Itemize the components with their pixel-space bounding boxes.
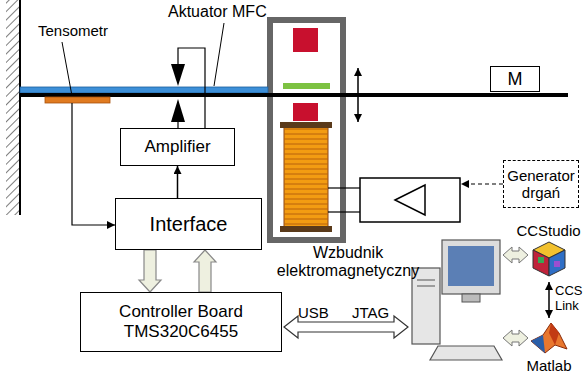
matlab-peak-shade: [531, 335, 545, 353]
matlab-peak-shade: [549, 323, 559, 345]
signal-arrow: [177, 166, 179, 198]
software-icon: CCStudio: [515, 218, 582, 282]
electrode: [171, 99, 185, 122]
wall: [19, 0, 21, 215]
pc-link-arrow: [503, 330, 528, 346]
wall-hatching: [6, 0, 20, 215]
magnet-top: [293, 28, 318, 52]
node-title: Amplifier: [144, 137, 210, 157]
matlab-peak: [531, 323, 567, 353]
node-title: CCStudio: [516, 222, 580, 239]
actuator-wire: [178, 48, 205, 128]
edge-label: CCS Link: [555, 284, 584, 314]
controller-board: Controller BoardTMS320C6455: [80, 292, 282, 352]
armature: [283, 83, 330, 89]
bus-arrow: [194, 250, 216, 292]
part-label: Wzbudnik elektromagnetyczny: [262, 244, 434, 281]
signal-arrow: [548, 282, 550, 318]
electrode: [171, 64, 185, 86]
signal-label: USB: [298, 304, 338, 321]
bus-arrow: [139, 250, 161, 292]
signal-label: JTAG: [352, 304, 404, 321]
pc-monitor: [442, 240, 500, 294]
coil-flange: [280, 226, 332, 232]
node-subtitle: TMS320C6455: [124, 322, 238, 342]
cube-face: [533, 250, 549, 276]
coil: [284, 127, 328, 227]
amplifier-symbol: [395, 185, 425, 215]
mass-box: M: [490, 66, 540, 92]
node-title: Matlab: [526, 357, 571, 374]
pc-screen: [448, 246, 494, 286]
cube-face: [549, 250, 565, 276]
cube-tile: [554, 261, 560, 267]
pc-stand: [462, 294, 480, 302]
generator-signal: [461, 183, 503, 184]
generator-box: Generator drgań: [503, 160, 579, 208]
part-label: Aktuator MFC: [168, 3, 288, 21]
node-title: Controller Board: [119, 302, 243, 322]
cube-tile: [538, 257, 544, 263]
matlab-logo: [529, 319, 569, 357]
exciter-frame: [270, 20, 343, 240]
coil-wire: [328, 187, 360, 188]
part-label: Tensometr: [38, 22, 118, 39]
node-title: M: [508, 69, 523, 90]
gauge-wire: [72, 103, 115, 225]
motion-arrow: [357, 68, 359, 122]
magnet-core: [293, 103, 318, 121]
pc-tower: [412, 268, 440, 344]
pc-drive: [417, 286, 435, 287]
leader-line: [214, 23, 224, 86]
pc-drive: [417, 280, 435, 281]
amplifier-box: Amplifier: [120, 128, 235, 166]
ccstudio-logo: [529, 240, 569, 278]
coil-flange: [280, 122, 332, 128]
software-icon: Matlab: [520, 318, 578, 376]
beam: [20, 93, 568, 97]
power-amplifier: [360, 178, 460, 222]
leader-line: [62, 42, 72, 96]
interface-box: Interface: [115, 198, 262, 250]
coil-wire: [328, 211, 360, 212]
node-title: Interface: [150, 213, 228, 236]
pc-keyboard: [430, 346, 502, 360]
mfc-actuator: [20, 87, 268, 93]
strain-gauge: [45, 97, 110, 103]
pc-link-arrow: [503, 247, 528, 263]
coil-winding: [284, 127, 328, 227]
node-title: Generator drgań: [507, 167, 575, 202]
